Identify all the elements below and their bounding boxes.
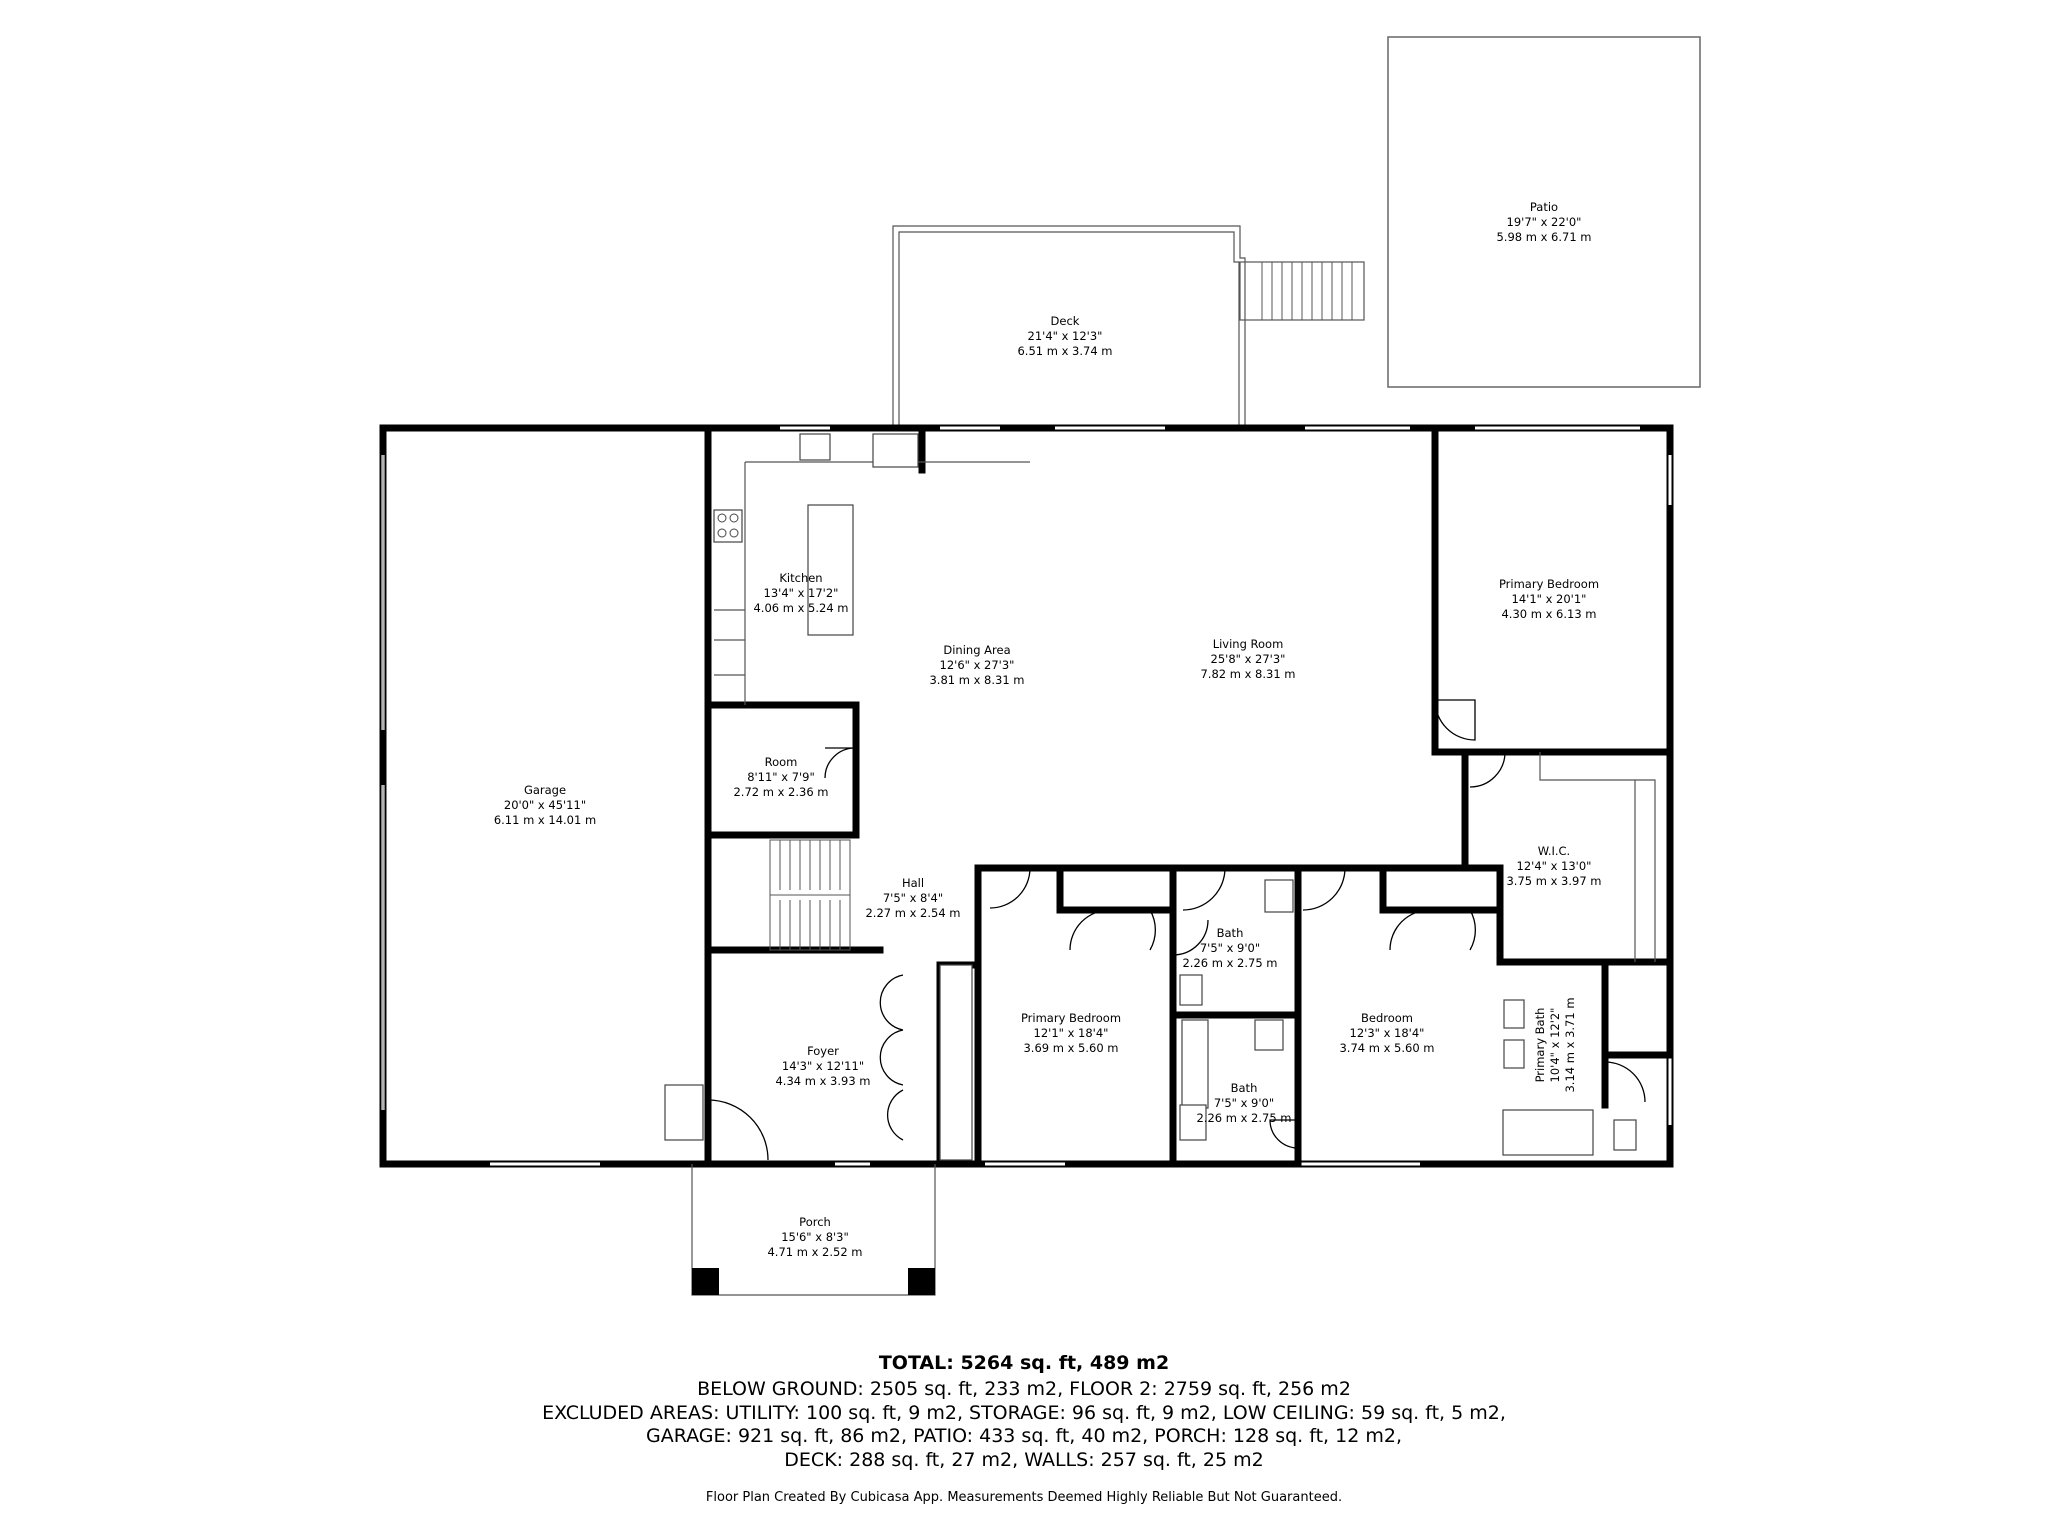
svg-text:15'6" x 8'3": 15'6" x 8'3" — [781, 1230, 849, 1244]
label-kitchen: Kitchen 13'4" x 17'2" 4.06 m x 5.24 m — [753, 571, 848, 615]
svg-text:7.82 m x 8.31 m: 7.82 m x 8.31 m — [1200, 667, 1295, 681]
windows — [381, 426, 1672, 1166]
summary-line: GARAGE: 921 sq. ft, 86 m2, PATIO: 433 sq… — [645, 1425, 1402, 1447]
svg-text:4.06 m x 5.24 m: 4.06 m x 5.24 m — [753, 601, 848, 615]
svg-text:Primary Bedroom: Primary Bedroom — [1499, 577, 1599, 591]
wic-shelving — [1539, 752, 1656, 962]
room-labels: Patio 19'7" x 22'0" 5.98 m x 6.71 m Deck… — [494, 200, 1602, 1259]
svg-text:12'6" x 27'3": 12'6" x 27'3" — [940, 658, 1015, 672]
summary-line: BELOW GROUND: 2505 sq. ft, 233 m2, FLOOR… — [697, 1378, 1351, 1400]
label-porch: Porch 15'6" x 8'3" 4.71 m x 2.52 m — [767, 1215, 862, 1259]
svg-text:21'4" x 12'3": 21'4" x 12'3" — [1028, 329, 1103, 343]
svg-text:7'5" x 9'0": 7'5" x 9'0" — [1214, 1096, 1274, 1110]
svg-text:4.71 m x 2.52 m: 4.71 m x 2.52 m — [767, 1245, 862, 1259]
svg-text:3.74 m x 5.60 m: 3.74 m x 5.60 m — [1339, 1041, 1434, 1055]
label-deck: Deck 21'4" x 12'3" 6.51 m x 3.74 m — [1017, 314, 1112, 358]
svg-text:6.51 m x 3.74 m: 6.51 m x 3.74 m — [1017, 344, 1112, 358]
kitchen-fixtures — [713, 433, 1030, 705]
hall-stairs — [769, 839, 851, 951]
svg-text:Bedroom: Bedroom — [1361, 1011, 1413, 1025]
bath-fixtures — [1179, 879, 1637, 1156]
svg-text:4.30 m x 6.13 m: 4.30 m x 6.13 m — [1501, 607, 1596, 621]
label-wic: W.I.C. 12'4" x 13'0" 3.75 m x 3.97 m — [1506, 844, 1601, 888]
doors — [824, 699, 1646, 1149]
total-area: TOTAL: 5264 sq. ft, 489 m2 — [878, 1352, 1170, 1374]
svg-text:19'7" x 22'0": 19'7" x 22'0" — [1507, 215, 1582, 229]
label-primary-bedroom-1: Primary Bedroom 14'1" x 20'1" 4.30 m x 6… — [1499, 577, 1599, 621]
svg-text:3.81 m x 8.31 m: 3.81 m x 8.31 m — [929, 673, 1024, 687]
svg-text:12'3" x 18'4": 12'3" x 18'4" — [1350, 1026, 1425, 1040]
svg-text:12'1" x 18'4": 12'1" x 18'4" — [1034, 1026, 1109, 1040]
svg-text:W.I.C.: W.I.C. — [1538, 844, 1570, 858]
svg-text:Room: Room — [765, 755, 798, 769]
svg-text:7'5" x 8'4": 7'5" x 8'4" — [883, 891, 943, 905]
label-hall: Hall 7'5" x 8'4" 2.27 m x 2.54 m — [865, 876, 960, 920]
svg-text:Deck: Deck — [1051, 314, 1080, 328]
label-bedroom: Bedroom 12'3" x 18'4" 3.74 m x 5.60 m — [1339, 1011, 1434, 1055]
svg-text:5.98 m x 6.71 m: 5.98 m x 6.71 m — [1496, 230, 1591, 244]
svg-text:20'0" x 45'11": 20'0" x 45'11" — [504, 798, 586, 812]
label-primary-bath: Primary Bath 10'4" x 12'2" 3.14 m x 3.71… — [1533, 997, 1577, 1092]
svg-text:14'3" x 12'11": 14'3" x 12'11" — [782, 1059, 864, 1073]
svg-text:Hall: Hall — [902, 876, 924, 890]
svg-text:Garage: Garage — [524, 783, 566, 797]
svg-text:8'11" x 7'9": 8'11" x 7'9" — [747, 770, 815, 784]
summary-line: EXCLUDED AREAS: UTILITY: 100 sq. ft, 9 m… — [542, 1401, 1506, 1424]
label-dining: Dining Area 12'6" x 27'3" 3.81 m x 8.31 … — [929, 643, 1024, 687]
svg-text:Living Room: Living Room — [1213, 637, 1284, 651]
label-living: Living Room 25'8" x 27'3" 7.82 m x 8.31 … — [1200, 637, 1295, 681]
summary-line: DECK: 288 sq. ft, 27 m2, WALLS: 257 sq. … — [784, 1448, 1264, 1471]
deck-outline — [892, 225, 1246, 428]
svg-text:25'8" x 27'3": 25'8" x 27'3" — [1211, 652, 1286, 666]
porch — [691, 1164, 936, 1296]
foyer-closet — [664, 964, 973, 1161]
svg-text:3.69 m x 5.60 m: 3.69 m x 5.60 m — [1023, 1041, 1118, 1055]
deck-inner-rail — [898, 231, 1240, 428]
svg-text:2.26 m x 2.75 m: 2.26 m x 2.75 m — [1182, 956, 1277, 970]
svg-text:Primary Bath: Primary Bath — [1533, 1008, 1547, 1083]
svg-text:10'4" x 12'2": 10'4" x 12'2" — [1548, 1008, 1562, 1083]
svg-text:3.75 m x 3.97 m: 3.75 m x 3.97 m — [1506, 874, 1601, 888]
svg-text:Bath: Bath — [1231, 1081, 1258, 1095]
label-foyer: Foyer 14'3" x 12'11" 4.34 m x 3.93 m — [775, 1044, 870, 1088]
label-bath-1: Bath 7'5" x 9'0" 2.26 m x 2.75 m — [1182, 926, 1277, 970]
svg-text:Primary Bedroom: Primary Bedroom — [1021, 1011, 1121, 1025]
svg-text:Patio: Patio — [1530, 200, 1558, 214]
svg-text:Foyer: Foyer — [807, 1044, 839, 1058]
svg-text:12'4" x 13'0": 12'4" x 13'0" — [1517, 859, 1592, 873]
svg-text:13'4" x 17'2": 13'4" x 17'2" — [764, 586, 839, 600]
svg-text:7'5" x 9'0": 7'5" x 9'0" — [1200, 941, 1260, 955]
area-summary: BELOW GROUND: 2505 sq. ft, 233 m2, FLOOR… — [0, 1378, 2048, 1472]
patio-outline — [1387, 36, 1701, 388]
svg-text:2.26 m x 2.75 m: 2.26 m x 2.75 m — [1196, 1111, 1291, 1125]
svg-text:2.72 m x 2.36 m: 2.72 m x 2.36 m — [733, 785, 828, 799]
label-primary-bedroom-2: Primary Bedroom 12'1" x 18'4" 3.69 m x 5… — [1021, 1011, 1121, 1055]
svg-text:4.34 m x 3.93 m: 4.34 m x 3.93 m — [775, 1074, 870, 1088]
label-patio: Patio 19'7" x 22'0" 5.98 m x 6.71 m — [1496, 200, 1591, 244]
disclaimer-footer: Floor Plan Created By Cubicasa App. Meas… — [705, 1490, 1343, 1505]
label-bath-2: Bath 7'5" x 9'0" 2.26 m x 2.75 m — [1196, 1081, 1291, 1125]
svg-text:Dining Area: Dining Area — [943, 643, 1010, 657]
deck-stairs — [1239, 261, 1365, 321]
svg-text:14'1" x 20'1": 14'1" x 20'1" — [1512, 592, 1587, 606]
label-room: Room 8'11" x 7'9" 2.72 m x 2.36 m — [733, 755, 828, 799]
label-garage: Garage 20'0" x 45'11" 6.11 m x 14.01 m — [494, 783, 596, 827]
svg-text:6.11 m x 14.01 m: 6.11 m x 14.01 m — [494, 813, 596, 827]
svg-text:Porch: Porch — [799, 1215, 831, 1229]
svg-text:3.14 m x 3.71 m: 3.14 m x 3.71 m — [1563, 997, 1577, 1092]
svg-text:2.27 m x 2.54 m: 2.27 m x 2.54 m — [865, 906, 960, 920]
svg-text:Bath: Bath — [1217, 926, 1244, 940]
svg-text:Kitchen: Kitchen — [779, 571, 822, 585]
